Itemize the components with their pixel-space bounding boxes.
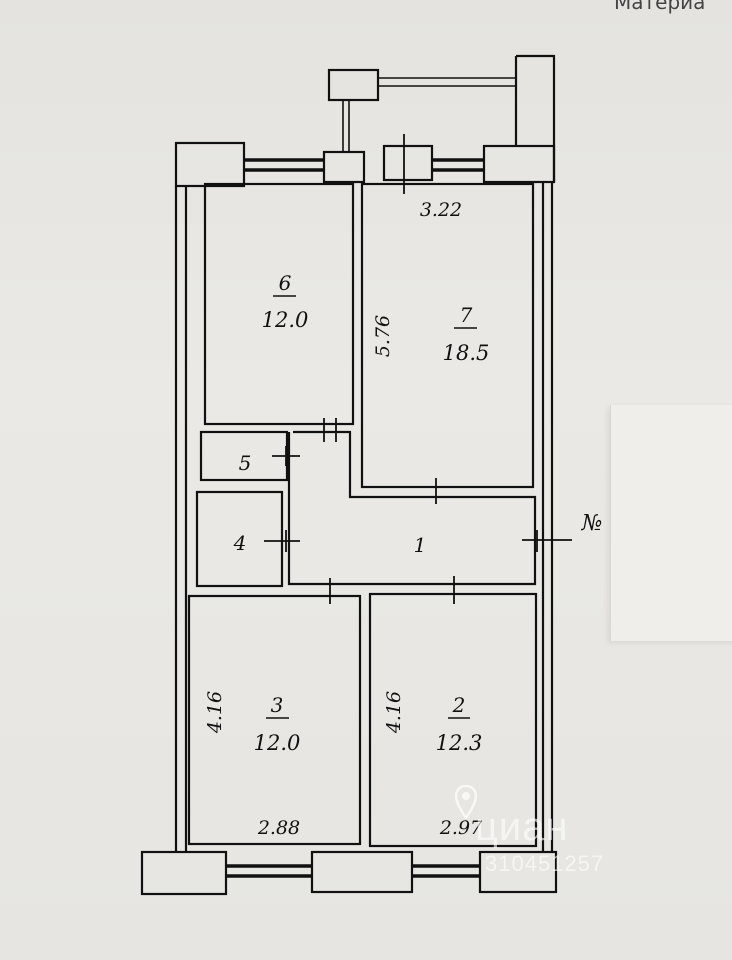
room-2	[368, 592, 538, 848]
balcony-post	[342, 100, 350, 152]
balcony-wall	[514, 54, 556, 182]
room-3-area: 12.0	[254, 731, 301, 755]
door-tick-entrance	[522, 530, 572, 552]
dim-room3-width: 2.88	[257, 817, 300, 839]
room-6	[203, 182, 355, 426]
room-2-number: 2	[452, 693, 466, 717]
room-4	[195, 490, 284, 588]
window-room6	[244, 158, 324, 172]
room-6-area: 12.0	[262, 308, 309, 332]
watermark-brand: циан	[475, 805, 569, 849]
dim-room7-depth: 5.76	[372, 315, 394, 357]
outer-wall-right	[541, 182, 554, 852]
balcony-rail	[378, 77, 516, 87]
paper-edge	[610, 405, 732, 641]
door-tick-room4	[264, 530, 300, 552]
window-room2	[412, 864, 480, 878]
room-1	[287, 430, 537, 586]
corner-pier-top-left	[174, 141, 246, 188]
dim-room2-width: 2.97	[439, 817, 483, 839]
door-tick-room6	[323, 418, 337, 442]
header-snippet: Материа	[614, 0, 706, 14]
room-3-number: 3	[271, 693, 284, 717]
pier-top-mid	[322, 150, 366, 184]
balcony-box	[327, 68, 380, 102]
room-7	[360, 182, 535, 489]
room-2-area: 12.3	[436, 731, 483, 755]
pier-top-mid2	[382, 144, 434, 182]
room-6-number: 6	[279, 271, 292, 295]
dim-room7-width: 3.22	[420, 199, 462, 221]
window-room3	[226, 864, 312, 878]
outer-wall-left	[174, 186, 188, 852]
room-7-number: 7	[460, 303, 473, 327]
pier-bottom-right	[478, 850, 558, 894]
entrance-mark: №	[581, 511, 603, 536]
room-4-number: 4	[233, 531, 247, 555]
room-1-number: 1	[414, 533, 427, 557]
location-pin-icon	[455, 785, 477, 819]
pier-bottom-mid	[310, 850, 414, 894]
room-3	[187, 594, 362, 846]
pier-top-right	[482, 144, 556, 184]
window-room7	[432, 158, 484, 172]
room-5-number: 5	[239, 451, 252, 475]
corner-pier-bottom-left	[140, 850, 228, 896]
dim-room3-depth: 4.16	[204, 691, 226, 734]
watermark-id: 310451257	[485, 851, 605, 876]
door-tick-room5	[272, 446, 300, 466]
dim-room2-depth: 4.16	[383, 691, 405, 734]
room-7-area: 18.5	[443, 341, 490, 365]
